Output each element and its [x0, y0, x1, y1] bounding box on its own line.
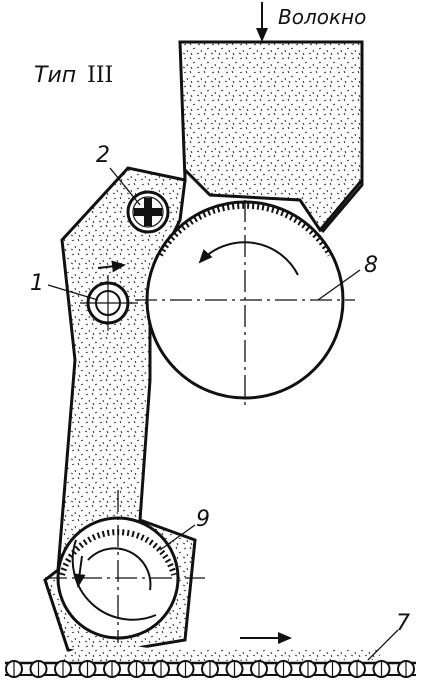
input-label: Волокно: [278, 5, 366, 29]
rotation-arrow-roller-1: [97, 260, 126, 273]
leader-9: [159, 524, 196, 551]
number-label-9: 9: [196, 507, 210, 532]
drum-9: [45, 490, 205, 660]
rotation-arrow-drum-8: [198, 241, 299, 276]
conveyor-7: [5, 660, 416, 678]
type-numeral: III: [87, 63, 113, 88]
leader-2: [109, 167, 141, 206]
fiber-web: [60, 640, 380, 662]
number-label-1: 1: [30, 271, 44, 296]
leader-1: [47, 284, 99, 301]
leader-7: [367, 629, 399, 661]
number-label-8: 8: [364, 253, 378, 278]
type-word: Тип: [34, 63, 76, 88]
leader-8: [317, 269, 361, 301]
type-label: Тип III: [34, 63, 113, 88]
rotation-arrow-drum-9: [87, 547, 152, 591]
drum-8: [135, 200, 355, 410]
hopper-outline: [180, 40, 364, 233]
roller-1: [80, 260, 138, 331]
number-label-2: 2: [96, 143, 110, 168]
number-label-7: 7: [396, 611, 410, 636]
